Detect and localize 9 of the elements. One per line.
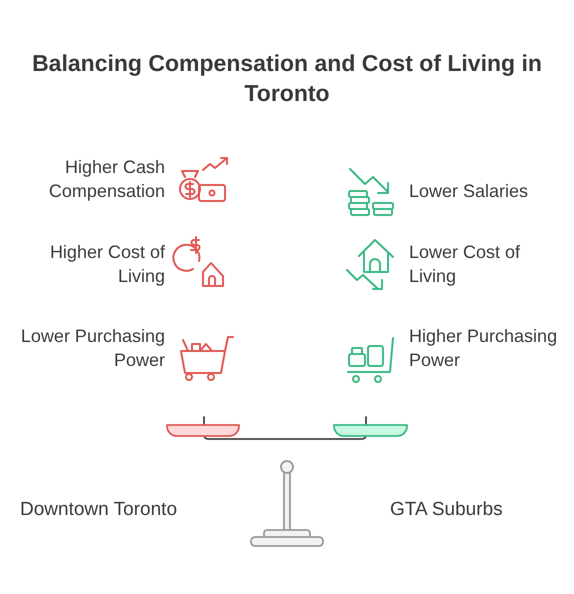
- benefit-text: Higher Cash Compensation: [48, 157, 165, 201]
- side-label: GTA Suburbs: [390, 499, 503, 520]
- benefit-text: Lower Cost of Living: [409, 242, 520, 286]
- benefit-text: Higher Cost of Living: [50, 242, 165, 286]
- benefit-text: Lower Salaries: [409, 181, 528, 201]
- side-label: Downtown Toronto: [20, 499, 178, 520]
- benefit-text: Lower Purchasing Power: [20, 326, 165, 370]
- title: Balancing Compensation and Cost of Living in Toronto: [31, 49, 543, 108]
- benefit-text: Higher Purchasing Power: [409, 326, 558, 370]
